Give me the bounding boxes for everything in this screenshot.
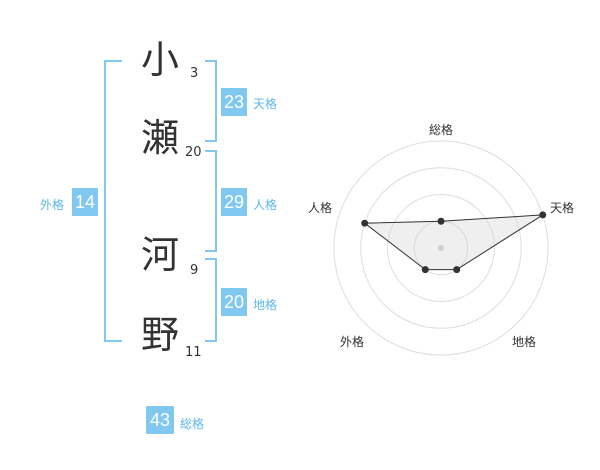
chikaku-bracket (205, 258, 217, 342)
radar-axis-label-chikaku: 地格 (512, 334, 536, 349)
radar-center (438, 245, 444, 251)
radar-point (539, 211, 547, 219)
radar-axis-label-soukaku: 総格 (429, 122, 453, 137)
name-char-3: 河 (141, 233, 180, 277)
jinkaku-label: 人格 (253, 198, 278, 212)
gaikaku-label: 外格 (40, 198, 65, 212)
radar-ring (360, 167, 522, 329)
soukaku-label: 総格 (180, 417, 205, 431)
stroke-count-4: 11 (185, 345, 202, 360)
radar-ring (333, 140, 549, 356)
radar-area (363, 214, 544, 271)
soukaku-value: 43 (146, 406, 174, 434)
chikaku-value: 20 (221, 288, 247, 316)
stroke-count-3: 9 (190, 263, 199, 278)
radar-point (361, 219, 369, 227)
name-char-4: 野 (141, 313, 180, 357)
jinkaku-value: 29 (221, 188, 247, 216)
tenkaku-value: 23 (221, 88, 247, 116)
radar-point (421, 266, 429, 274)
radar-grid (333, 140, 549, 356)
radar-point (453, 266, 461, 274)
radar-points (361, 211, 547, 274)
radar-point (437, 217, 445, 225)
radar-ring (387, 194, 495, 302)
name-char-2: 瀬 (141, 116, 180, 160)
tenkaku-label: 天格 (253, 97, 278, 111)
stroke-count-1: 3 (190, 66, 199, 81)
radar-axis-label-jinkaku: 人格 (308, 200, 332, 215)
chikaku-label: 地格 (253, 298, 278, 312)
radar-axis-label-gaikaku: 外格 (340, 334, 364, 349)
radar-axis-label-tenkaku: 天格 (550, 200, 574, 215)
jinkaku-bracket (205, 150, 217, 252)
gaikaku-value: 14 (72, 188, 98, 216)
name-char-1: 小 (141, 38, 180, 82)
stroke-count-2: 20 (185, 145, 202, 160)
tenkaku-bracket (205, 60, 217, 142)
gaikaku-bracket (104, 60, 122, 342)
